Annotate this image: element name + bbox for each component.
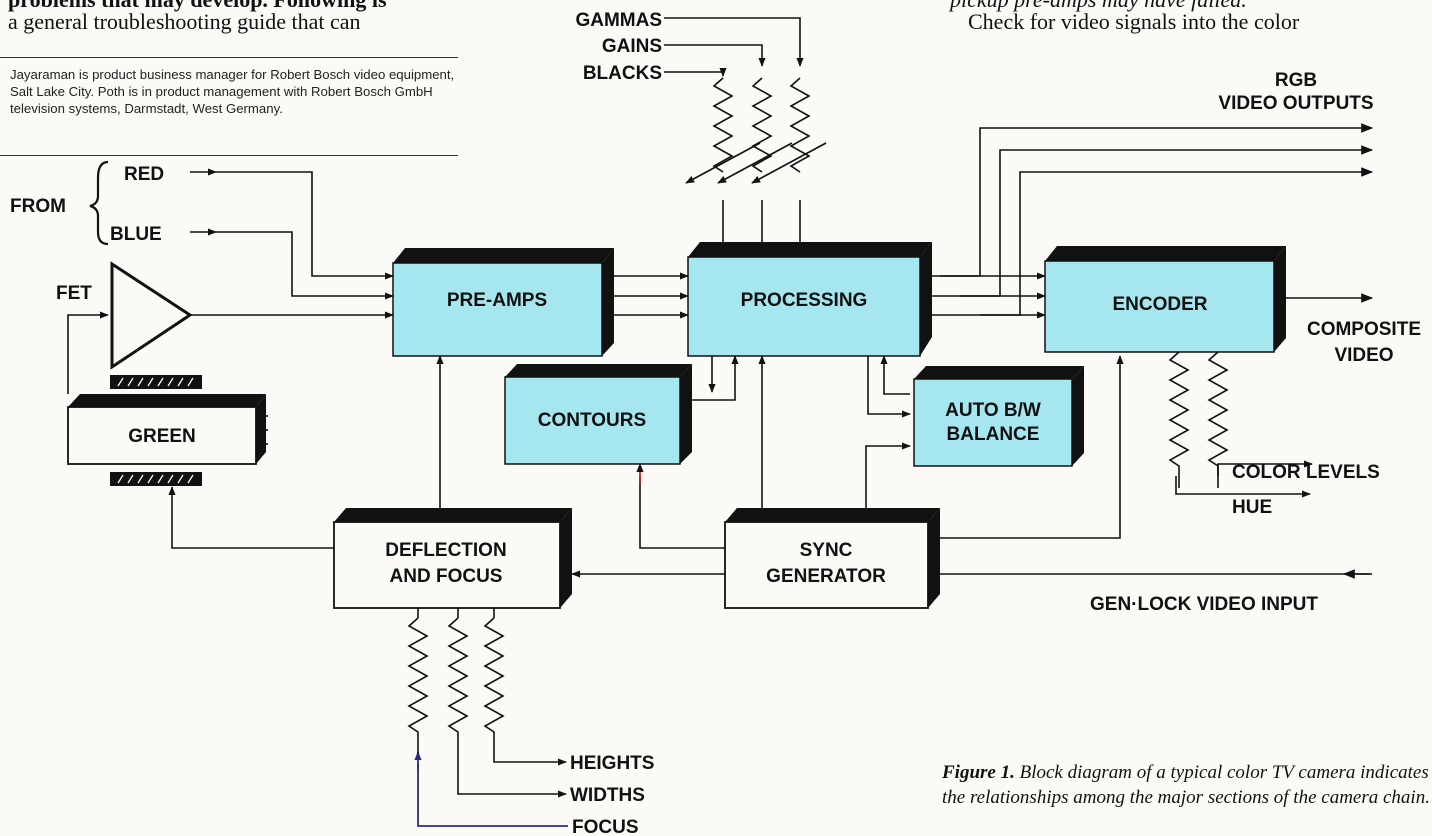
figure-caption: Figure 1. Block diagram of a typical col… — [942, 760, 1432, 810]
encoder-label: ENCODER — [1112, 294, 1207, 315]
red-input-label: RED — [124, 164, 164, 185]
from-label: FROM — [10, 196, 66, 217]
composite-label: COMPOSITE — [1307, 319, 1421, 340]
preamps-block: PRE-AMPS — [392, 248, 614, 357]
auto-bw-balance-block: AUTO B/W BALANCE — [913, 366, 1084, 467]
sync-label-line1: SYNC — [800, 540, 853, 561]
processing-block: PROCESSING — [687, 242, 932, 357]
sync-label-line2: GENERATOR — [766, 566, 886, 587]
hue-label: HUE — [1232, 497, 1272, 518]
contours-block: CONTOURS — [504, 364, 692, 465]
genlock-label: GEN·LOCK VIDEO INPUT — [1090, 594, 1318, 615]
fet-label: FET — [56, 283, 92, 304]
gains-label: GAINS — [602, 36, 662, 57]
article-text-line: problems that may develop. Following is — [8, 0, 387, 12]
contours-label: CONTOURS — [538, 410, 646, 431]
input-brace — [89, 160, 109, 246]
video-outputs-label: VIDEO OUTPUTS — [1218, 93, 1373, 114]
gammas-label: GAMMAS — [575, 10, 662, 31]
article-text-line: pickup pre-amps may have failed. — [950, 0, 1247, 12]
focus-label: FOCUS — [572, 817, 639, 836]
article-text-line: a general troubleshooting guide that can — [8, 9, 361, 34]
encoder-block: ENCODER — [1044, 246, 1286, 353]
figure-caption-text: Block diagram of a typical color TV came… — [942, 762, 1430, 808]
green-label: GREEN — [128, 426, 196, 447]
deflection-label-line1: DEFLECTION — [385, 540, 506, 561]
processing-label: PROCESSING — [741, 290, 868, 311]
figure-caption-label: Figure 1. — [942, 762, 1015, 783]
color-levels-label: COLOR LEVELS — [1232, 462, 1380, 483]
byline-top-rule — [0, 57, 458, 58]
auto-bw-label-line2: BALANCE — [947, 424, 1040, 445]
byline-bottom-rule — [0, 155, 458, 156]
composite-video-label: VIDEO — [1334, 345, 1393, 366]
deflection-focus-block: DEFLECTION AND FOCUS — [333, 508, 572, 609]
sync-generator-block: SYNC GENERATOR — [724, 508, 940, 609]
widths-label: WIDTHS — [570, 785, 645, 806]
heights-label: HEIGHTS — [570, 753, 654, 774]
auto-bw-label-line1: AUTO B/W — [945, 400, 1041, 421]
article-text-line: Check for video signals into the color — [968, 9, 1300, 34]
rgb-label: RGB — [1275, 70, 1317, 91]
fet-amplifier — [110, 261, 193, 370]
blacks-label: BLACKS — [583, 63, 662, 84]
green-tube-block: GREEN — [67, 375, 266, 486]
deflection-label-line2: AND FOCUS — [390, 566, 503, 587]
blue-input-label: BLUE — [110, 224, 162, 245]
preamps-label: PRE-AMPS — [447, 290, 547, 311]
author-byline: Jayaraman is product business manager fo… — [10, 67, 455, 116]
